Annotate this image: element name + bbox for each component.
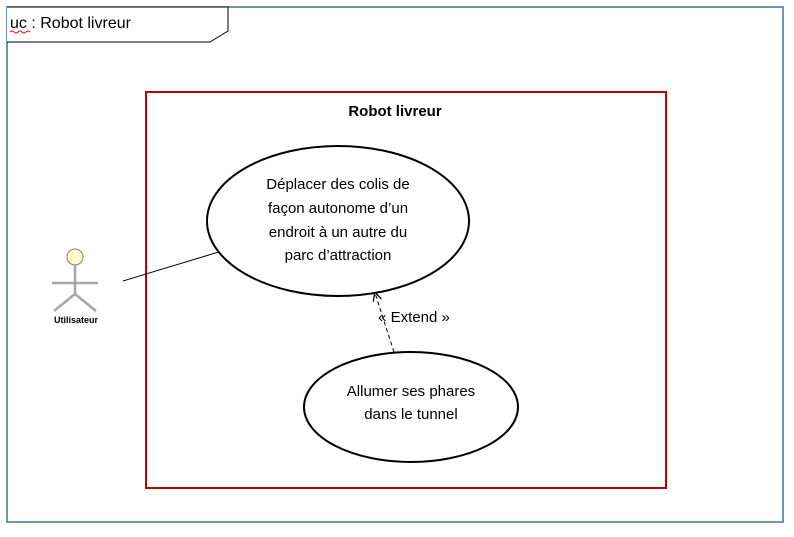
system-title: Robot livreur — [348, 103, 442, 120]
actor-utilisateur[interactable]: Utilisateur — [52, 248, 99, 325]
use-case-main-line-1: Déplacer des colis de — [266, 176, 409, 193]
extend-arrow — [375, 293, 395, 353]
use-case-main-line-2: façon autonome d’un — [268, 200, 408, 217]
actor-leg-right — [74, 293, 97, 312]
use-case-main-ellipse — [206, 145, 470, 297]
frame-title: uc : Robot livreur — [10, 15, 132, 32]
use-case-allumer-phares[interactable]: Allumer ses phares dans le tunnel — [303, 351, 519, 463]
use-case-deplacer-colis[interactable]: Déplacer des colis de façon autonome d’u… — [206, 145, 470, 297]
extend-label: « Extend » — [378, 309, 450, 326]
association-line — [122, 250, 223, 282]
spellcheck-underline — [9, 30, 31, 34]
use-case-main-line-3: endroit à un autre du — [269, 224, 407, 241]
use-case-lights-ellipse — [303, 351, 519, 463]
use-case-lights-line-1: Allumer ses phares — [347, 383, 475, 400]
diagram-frame — [6, 6, 784, 523]
system-boundary — [145, 91, 667, 489]
actor-leg-left — [53, 293, 76, 312]
frame-title-tab — [7, 6, 229, 43]
actor-head — [66, 248, 84, 266]
use-case-main-line-4: parc d’attraction — [285, 247, 392, 264]
actor-label: Utilisateur — [54, 315, 99, 325]
use-case-lights-line-2: dans le tunnel — [364, 406, 457, 423]
